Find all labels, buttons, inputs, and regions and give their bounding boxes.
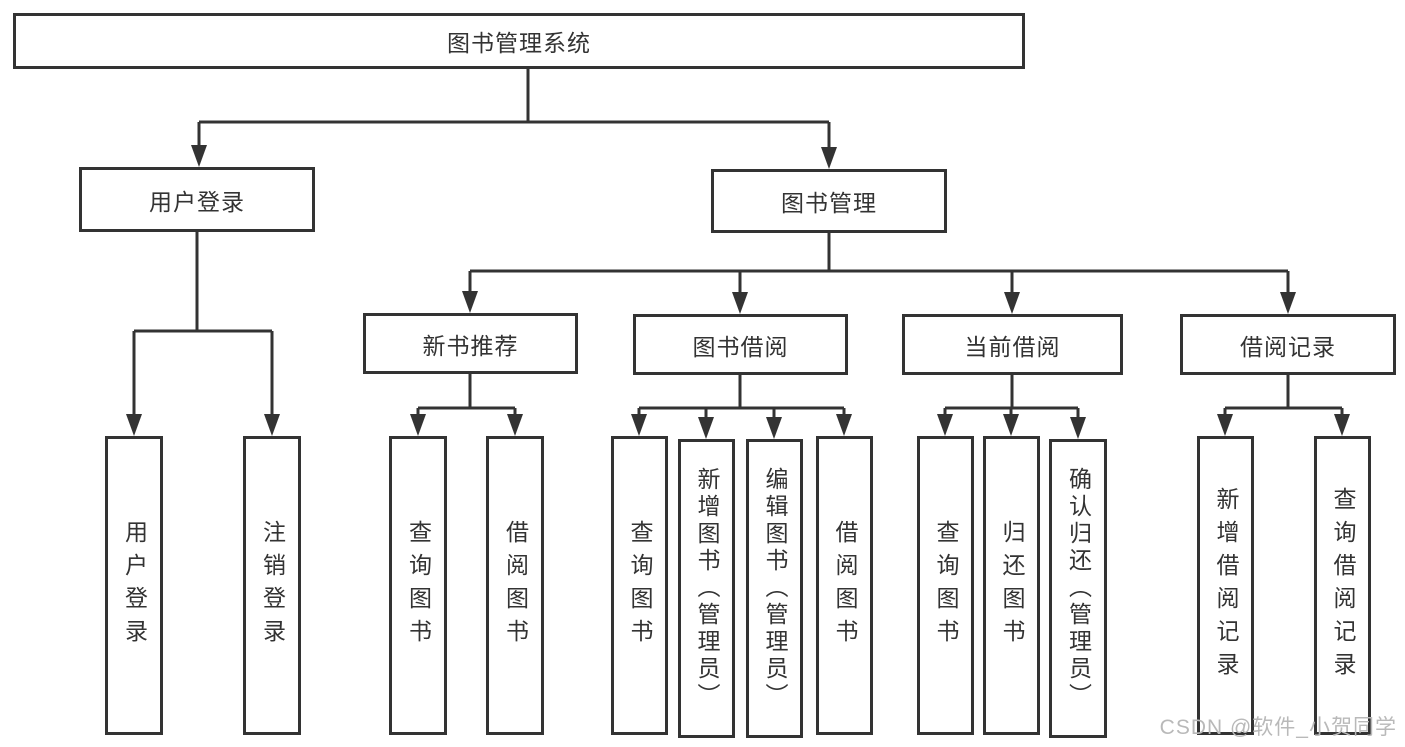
arrowhead	[937, 414, 953, 436]
node-current-borrow: 当前借阅	[902, 314, 1123, 375]
leaf-add-borrow-record: 新增借阅记录	[1197, 436, 1254, 735]
connector-book-management	[462, 233, 1296, 314]
arrowhead	[462, 291, 478, 313]
connector-user-login	[126, 232, 280, 436]
arrowhead	[766, 417, 782, 439]
node-user-login: 用户登录	[79, 167, 315, 232]
arrowhead	[836, 414, 852, 436]
connector-borrow-records	[1217, 375, 1350, 436]
arrowhead	[1004, 292, 1020, 314]
leaf-return-books: 归还图书	[983, 436, 1040, 735]
arrowhead	[126, 414, 142, 436]
leaf-user-login: 用户登录	[105, 436, 163, 735]
connector-root	[191, 69, 837, 169]
connector-new-book-recommend	[410, 374, 523, 436]
leaf-borrow-books: 借阅图书	[816, 436, 873, 735]
leaf-label: 归还图书	[999, 519, 1025, 652]
arrowhead	[507, 414, 523, 436]
node-new-book-recommend: 新书推荐	[363, 313, 578, 374]
node-book-management-system: 图书管理系统	[13, 13, 1025, 69]
arrowhead	[1280, 292, 1296, 314]
connector-book-borrow	[631, 375, 852, 439]
node-book-borrow: 图书借阅	[633, 314, 848, 375]
node-book-management: 图书管理	[711, 169, 947, 233]
arrowhead	[631, 414, 647, 436]
arrowhead	[1003, 414, 1019, 436]
arrowhead	[821, 147, 837, 169]
leaf-label: 确认归还（管理员）	[1065, 467, 1092, 710]
leaf-query-books: 查询图书	[917, 436, 974, 735]
leaf-add-book-admin: 新增图书（管理员）	[678, 439, 735, 738]
leaf-label: 借阅图书	[832, 519, 858, 652]
leaf-query-books: 查询图书	[611, 436, 668, 735]
leaf-query-books: 查询图书	[389, 436, 447, 735]
arrowhead	[264, 414, 280, 436]
arrowhead	[191, 145, 207, 167]
leaf-borrow-books: 借阅图书	[486, 436, 544, 735]
leaf-label: 编辑图书（管理员）	[762, 467, 788, 710]
leaf-label: 查询图书	[405, 519, 432, 652]
arrowhead	[1217, 414, 1233, 436]
arrowhead	[1334, 414, 1350, 436]
arrowhead	[732, 292, 748, 314]
arrowhead	[698, 417, 714, 439]
leaf-label: 查询图书	[627, 519, 653, 652]
leaf-logout: 注销登录	[243, 436, 301, 735]
node-borrow-records: 借阅记录	[1180, 314, 1396, 375]
watermark: CSDN @软件_小贺同学	[1159, 716, 1397, 739]
leaf-label: 查询图书	[933, 519, 959, 652]
leaf-edit-book-admin: 编辑图书（管理员）	[746, 439, 803, 738]
arrowhead	[410, 414, 426, 436]
leaf-label: 查询借阅记录	[1330, 486, 1356, 685]
leaf-query-borrow-record: 查询借阅记录	[1314, 436, 1371, 735]
leaf-confirm-return-admin: 确认归还（管理员）	[1049, 439, 1107, 738]
leaf-label: 用户登录	[121, 519, 148, 652]
leaf-label: 新增图书（管理员）	[694, 467, 720, 710]
arrowhead	[1070, 417, 1086, 439]
leaf-label: 新增借阅记录	[1213, 486, 1239, 685]
connector-current-borrow	[937, 375, 1086, 439]
leaf-label: 借阅图书	[502, 519, 529, 652]
leaf-label: 注销登录	[259, 519, 286, 652]
